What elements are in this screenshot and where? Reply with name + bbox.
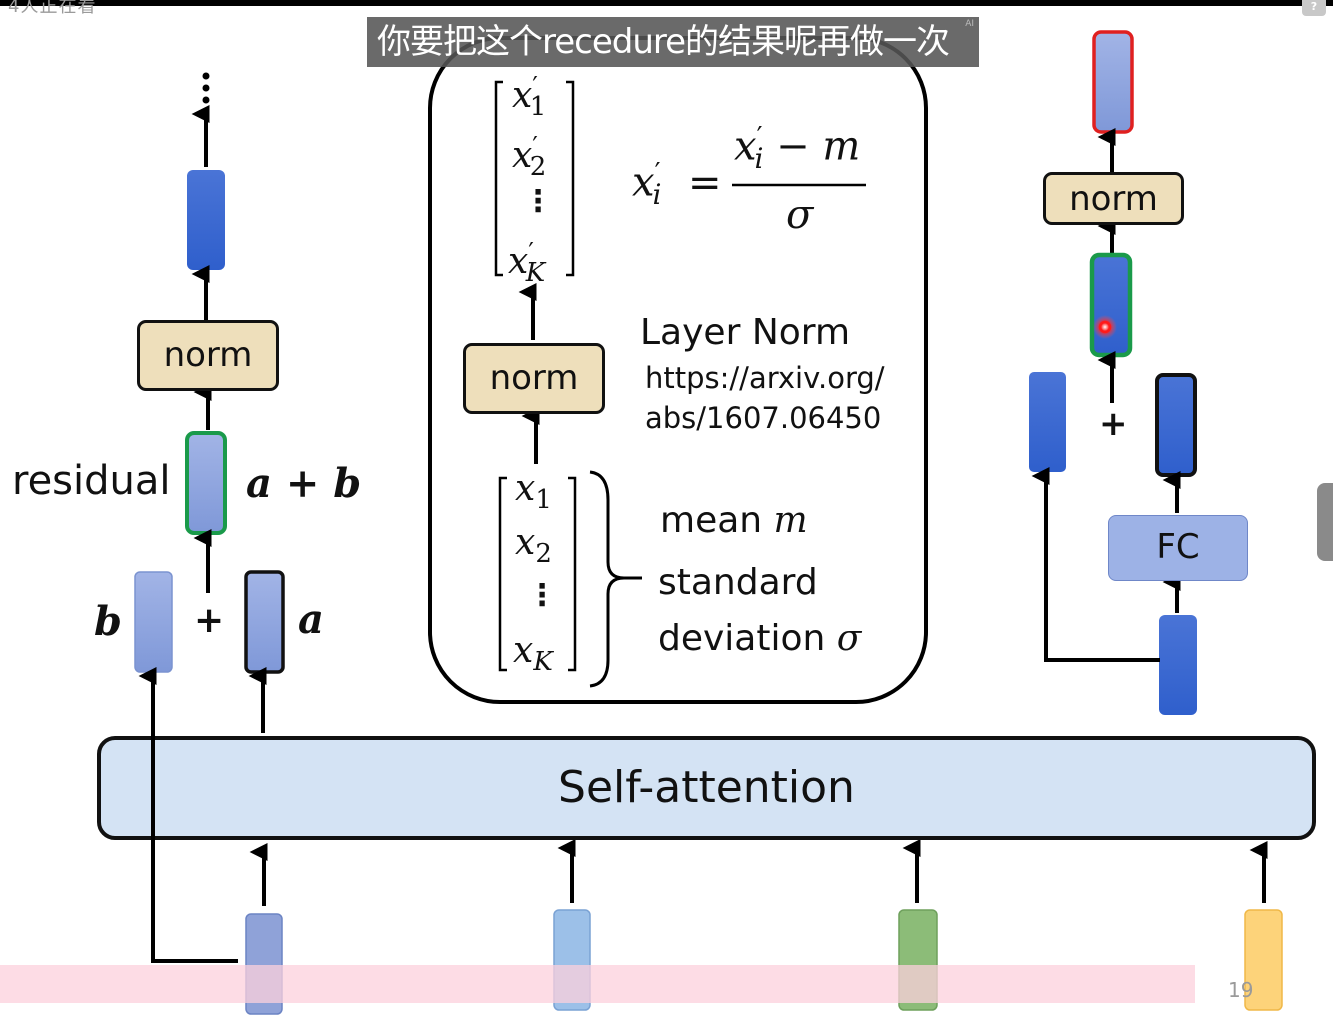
paper-link-line-1[interactable]: https://arxiv.org/ <box>645 361 885 395</box>
ellipsis-dot <box>202 84 210 92</box>
fc-label: FC <box>1156 527 1200 567</box>
self-attention-block: Self-attention <box>97 736 1316 840</box>
input-item-k: xK <box>513 630 553 678</box>
norm-label: norm <box>1069 179 1158 219</box>
left-norm-box: norm <box>137 320 279 391</box>
norm-label: norm <box>489 358 579 398</box>
progress-overlay-strip <box>0 965 1195 1003</box>
bracket-left <box>494 80 503 277</box>
input-item-1: x1 <box>515 468 552 516</box>
vector-skip <box>1029 372 1066 472</box>
b-label: b <box>94 598 122 645</box>
residual-vector <box>1089 252 1133 358</box>
center-norm-box: norm <box>463 343 605 414</box>
input-item-2: x2 <box>515 522 552 570</box>
layer-norm-title: Layer Norm <box>640 312 851 353</box>
vector-a <box>244 570 285 674</box>
residual-vector <box>185 431 227 535</box>
subtitle-text: 你要把这个recedure的结果呢再做一次 <box>377 22 950 62</box>
side-panel-handle[interactable] <box>1317 483 1333 561</box>
input-vector-4 <box>1244 909 1283 1011</box>
sum-label: a + b <box>246 460 362 507</box>
std-label-line-2: deviation σ <box>658 618 862 659</box>
self-attention-label: Self-attention <box>558 762 855 813</box>
cursor-ring <box>1098 320 1112 334</box>
bracket-right <box>568 476 577 672</box>
output-item-2: x′2 <box>512 132 547 183</box>
output-item-k: x′K <box>508 238 546 289</box>
right-norm-box: norm <box>1043 172 1184 225</box>
vector-fc-output <box>1155 373 1197 477</box>
curly-brace <box>589 470 625 688</box>
formula-numerator: x′i − m <box>734 122 861 176</box>
mean-symbol: m <box>773 500 808 541</box>
subtitle-caption: 你要把这个recedure的结果呢再做一次 AI <box>367 17 979 67</box>
ai-badge: AI <box>965 19 974 29</box>
window-top-bar <box>0 0 1333 6</box>
mean-label: mean m <box>660 500 808 541</box>
bracket-left <box>498 476 507 672</box>
plus-sign: + <box>194 600 225 641</box>
slide-number: 19 <box>1228 978 1254 1002</box>
viewer-count: 4人正在看 <box>8 0 97 17</box>
ellipsis-dot <box>202 96 210 104</box>
fc-box: FC <box>1108 515 1248 581</box>
a-label: a <box>298 596 324 643</box>
left-column <box>134 72 285 963</box>
formula-equals: = <box>688 160 722 206</box>
formula-lhs: x′i <box>632 158 662 212</box>
ellipsis-dot <box>202 72 210 80</box>
vector-input <box>1159 615 1197 715</box>
output-vector <box>187 170 225 270</box>
formula-denominator: σ <box>786 192 814 238</box>
norm-label: norm <box>163 335 253 375</box>
residual-label: residual <box>12 458 171 504</box>
paper-link-line-2[interactable]: abs/1607.06450 <box>645 401 882 435</box>
vector-b <box>134 571 173 673</box>
output-vector <box>1092 30 1134 134</box>
bracket-right <box>566 80 575 277</box>
input-ellipsis: ⋮ <box>527 578 557 613</box>
sigma-symbol: σ <box>836 618 862 659</box>
output-item-1: x′1 <box>512 72 547 123</box>
right-column <box>1029 30 1197 715</box>
output-ellipsis: ⋮ <box>523 184 553 219</box>
help-icon[interactable]: ? <box>1302 0 1326 16</box>
std-label-line-1: standard <box>658 562 818 603</box>
cursor-pointer-icon <box>1093 315 1117 339</box>
plus-sign: + <box>1099 404 1128 444</box>
